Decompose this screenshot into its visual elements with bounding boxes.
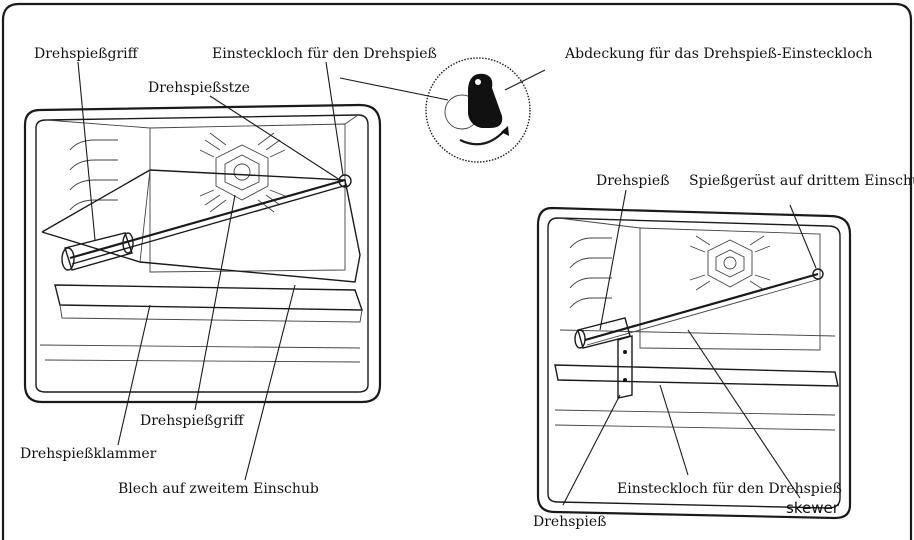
leader-lines (77, 61, 817, 506)
right-oven (536, 206, 852, 520)
label-rotisserie-clamp: Drehspießklammer (20, 446, 157, 462)
label-rotisserie-tip: Drehspießstze (148, 80, 250, 96)
left-spit-handle (61, 232, 134, 271)
cover-detail (425, 57, 531, 163)
label-tray-second-rack: Blech auf zweitem Einschub (118, 481, 319, 497)
label-rotisserie-handle-bottom: Drehspießgriff (140, 413, 245, 429)
left-oven (23, 103, 382, 404)
right-spit-handle (574, 317, 631, 349)
cover-flap-icon (468, 73, 503, 128)
left-fan-icon (199, 132, 286, 213)
label-skewer: skewer (786, 499, 840, 517)
label-rotisserie-right-top: Drehspieß (596, 173, 669, 189)
right-fan-icon (689, 235, 771, 291)
label-rotisserie-handle-top: Drehspießgriff (34, 46, 139, 62)
label-insert-hole-right: Einsteckloch für den Drehspieß (617, 481, 842, 497)
label-cover-insert-hole: Abdeckung für das Drehspieß-Einsteckloch (564, 46, 872, 62)
label-insert-hole-top: Einsteckloch für den Drehspieß (212, 46, 437, 62)
label-skewer-frame-third-rack: Spießgerüst auf drittem Einschub (689, 173, 914, 189)
label-rotisserie-right-bottom: Drehspieß (533, 514, 606, 530)
